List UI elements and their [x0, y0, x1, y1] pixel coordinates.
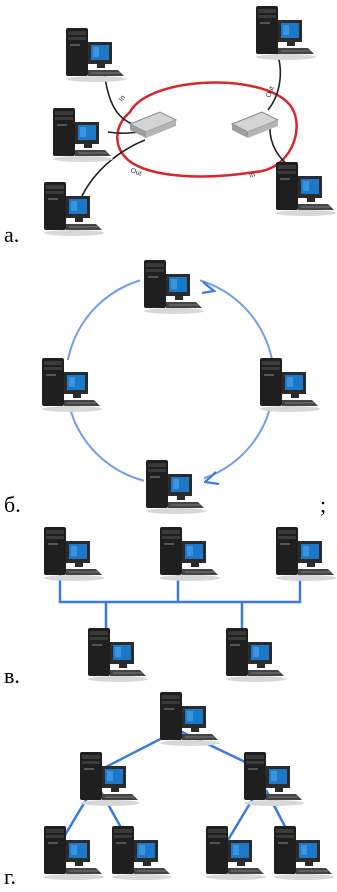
computer-icon	[225, 627, 287, 683]
computer-icon	[275, 161, 337, 217]
ring-arrow	[202, 471, 220, 486]
panel-b-ring-topology	[40, 259, 321, 515]
computer-icon	[43, 181, 105, 237]
cable-tag-out-left: Out	[129, 167, 142, 177]
computer-icon	[43, 526, 105, 582]
cable-tag-out-right: Out	[265, 86, 275, 99]
network-hub-icon	[129, 111, 177, 139]
computer-icon	[52, 107, 114, 163]
panel-g-tree-topology	[43, 691, 335, 881]
network-hub-icon	[231, 111, 279, 139]
computer-icon	[87, 627, 149, 683]
computer-icon	[273, 825, 335, 881]
computer-icon	[111, 825, 173, 881]
ring-arrow	[201, 281, 217, 295]
cable	[81, 139, 146, 197]
computer-icon	[159, 526, 221, 582]
computer-icon	[65, 27, 127, 83]
cable-tag-in-right: In	[248, 171, 256, 180]
red-ring-cable	[116, 81, 298, 178]
panel-a-ring-with-hubs: In Out Out In	[43, 5, 337, 237]
label-a: а.	[4, 222, 20, 247]
cable-tag-in-left: In	[118, 94, 127, 103]
computer-icon	[255, 5, 317, 61]
computer-icon	[159, 691, 221, 747]
label-v: в.	[4, 663, 20, 688]
computer-icon	[243, 751, 305, 807]
label-b: б.	[4, 492, 21, 517]
computer-icon	[275, 526, 337, 582]
computer-icon	[43, 825, 105, 881]
bus-line	[58, 572, 302, 628]
label-semicolon: ;	[320, 492, 327, 517]
label-g: г.	[4, 864, 17, 889]
computer-icon	[205, 825, 267, 881]
panel-v-bus-topology	[43, 526, 337, 683]
computer-icon	[79, 751, 141, 807]
